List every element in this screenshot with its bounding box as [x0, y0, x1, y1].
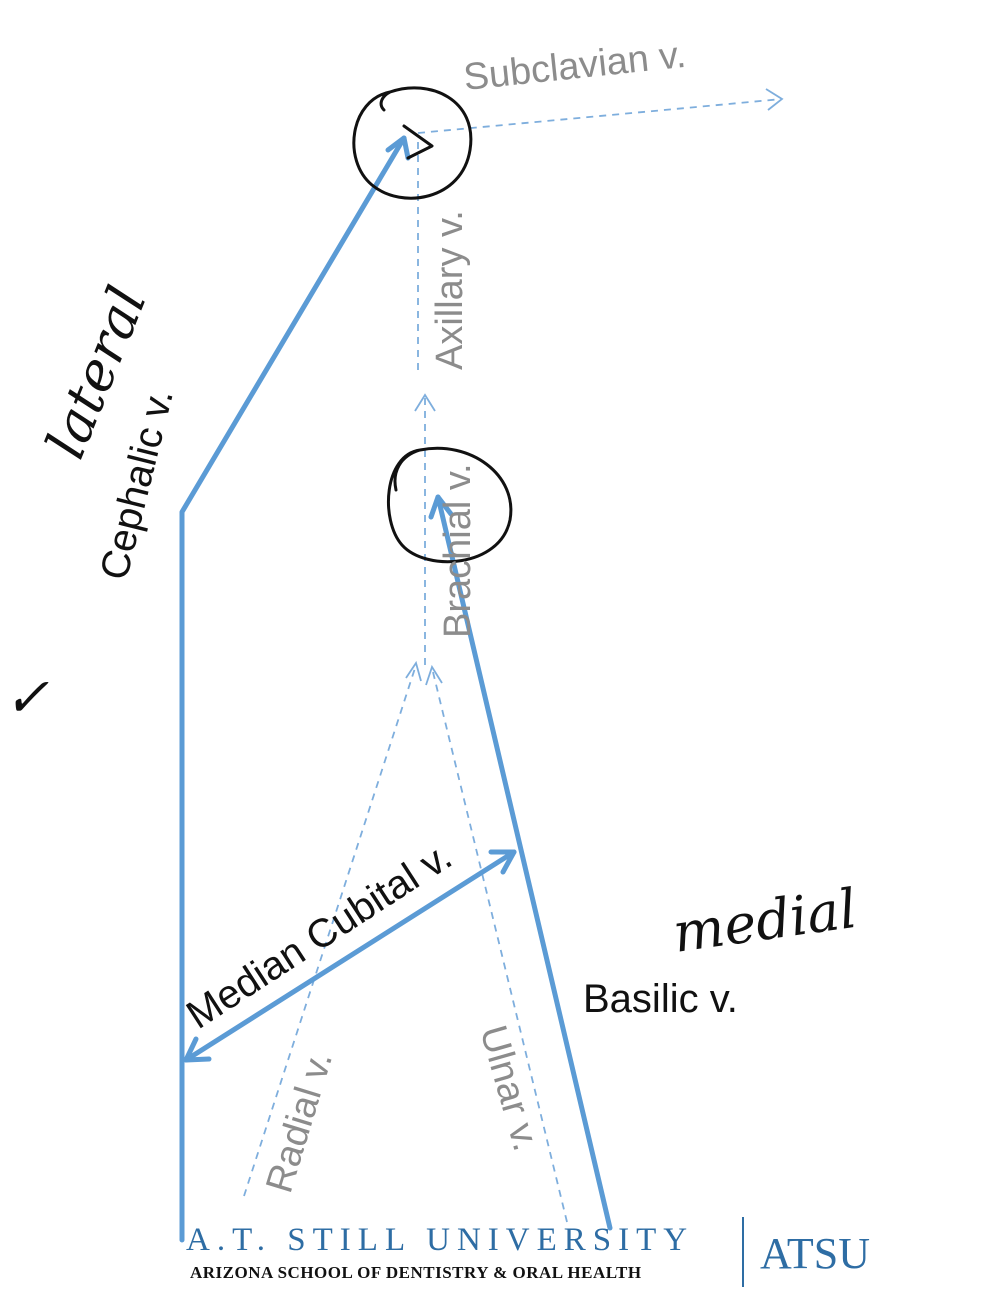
- median-cubital-vein-line: [183, 849, 517, 1063]
- brachial-arrowhead: [414, 393, 436, 412]
- radial-label: Radial v.: [258, 1047, 341, 1198]
- ulnar-arrowhead: [425, 664, 443, 686]
- subclavian-arrowhead: [765, 88, 784, 111]
- radial-arrowhead: [405, 660, 422, 682]
- school-name: ARIZONA SCHOOL OF DENTISTRY & ORAL HEALT…: [190, 1263, 642, 1282]
- axillary-label: Axillary v.: [429, 210, 471, 370]
- median-cubital-arrowhead-upper: [488, 849, 517, 875]
- atsu-logo: ATSU: [760, 1229, 871, 1278]
- basilic-label: Basilic v.: [583, 977, 738, 1021]
- university-name: A.T. STILL UNIVERSITY: [186, 1222, 695, 1258]
- subclavian-label: Subclavian v.: [462, 34, 688, 99]
- radial-vein-line: [243, 664, 417, 1197]
- medial-annotation: medial: [669, 877, 860, 965]
- ulnar-label: Ulnar v.: [471, 1021, 547, 1156]
- cephalic-arrowhead: [385, 135, 411, 161]
- junction-circle-upper: [352, 86, 473, 200]
- handwritten-arrowhead: [402, 124, 434, 160]
- subclavian-vein-line: [417, 98, 783, 134]
- basilic-arrowhead: [428, 494, 454, 520]
- checkmark-annotation: ✓: [4, 666, 49, 729]
- median-cubital-arrowhead-lower: [183, 1036, 212, 1063]
- median-cubital-label: Median Cubital v.: [179, 834, 460, 1038]
- footer-divider: [742, 1217, 744, 1287]
- cephalic-vein-line: [179, 135, 407, 1243]
- basilic-vein-line: [435, 494, 613, 1231]
- junction-circle-lower: [386, 446, 513, 564]
- brachial-label: Brachial v.: [437, 463, 479, 638]
- ulnar-vein-line: [431, 667, 568, 1223]
